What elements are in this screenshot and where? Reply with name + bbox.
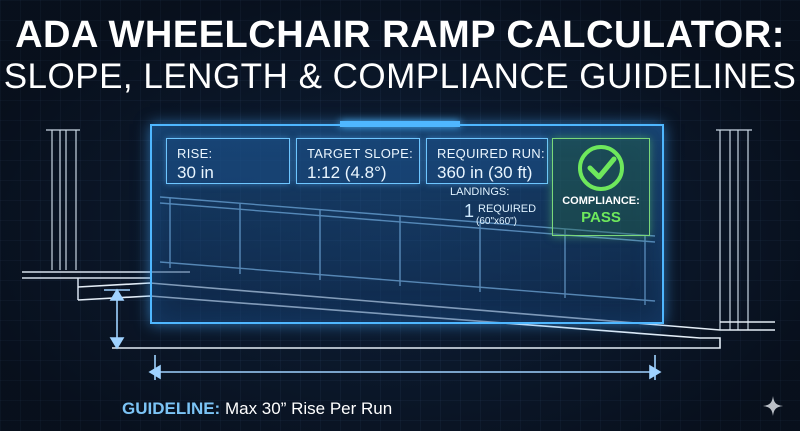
page-subtitle: SLOPE, LENGTH & COMPLIANCE GUIDELINES bbox=[3, 57, 797, 96]
landings-required: REQUIRED bbox=[478, 203, 537, 215]
landings-label: LANDINGS: bbox=[450, 186, 510, 198]
rise-value: 30 in bbox=[177, 163, 214, 182]
horizontal-double-arrow-icon bbox=[148, 355, 662, 380]
compliance-card: COMPLIANCE: PASS bbox=[552, 138, 650, 236]
target-slope-card: TARGET SLOPE: 1:12 (4.8°) bbox=[296, 138, 420, 184]
landings-size: (60"x60") bbox=[476, 216, 518, 227]
guideline-key: GUIDELINE: bbox=[122, 399, 221, 418]
rise-label: RISE: bbox=[177, 146, 213, 161]
left-wall bbox=[46, 129, 80, 270]
compliance-label: COMPLIANCE: bbox=[562, 195, 640, 207]
guideline-text: Max 30” Rise Per Run bbox=[220, 399, 393, 418]
vertical-double-arrow-icon bbox=[104, 288, 130, 350]
target-slope-label: TARGET SLOPE: bbox=[307, 146, 414, 161]
rise-card: RISE: 30 in bbox=[166, 138, 290, 184]
panel-tab bbox=[340, 121, 460, 127]
landings-count: 1 bbox=[464, 201, 475, 221]
guideline-note: GUIDELINE: Max 30” Rise Per Run bbox=[122, 399, 392, 419]
check-circle-icon bbox=[578, 145, 624, 191]
landings-info: LANDINGS: 1 REQUIRED (60"x60") bbox=[450, 186, 536, 227]
sparkle-icon bbox=[763, 396, 783, 416]
required-run-value: 360 in (30 ft) bbox=[437, 163, 533, 182]
right-wall bbox=[716, 129, 752, 330]
compliance-status: PASS bbox=[581, 209, 621, 226]
target-slope-value: 1:12 (4.8°) bbox=[307, 163, 387, 182]
page-title: ADA WHEELCHAIR RAMP CALCULATOR: bbox=[15, 14, 785, 56]
required-run-card: REQUIRED RUN: 360 in (30 ft) bbox=[426, 138, 548, 184]
required-run-label: REQUIRED RUN: bbox=[437, 146, 545, 161]
